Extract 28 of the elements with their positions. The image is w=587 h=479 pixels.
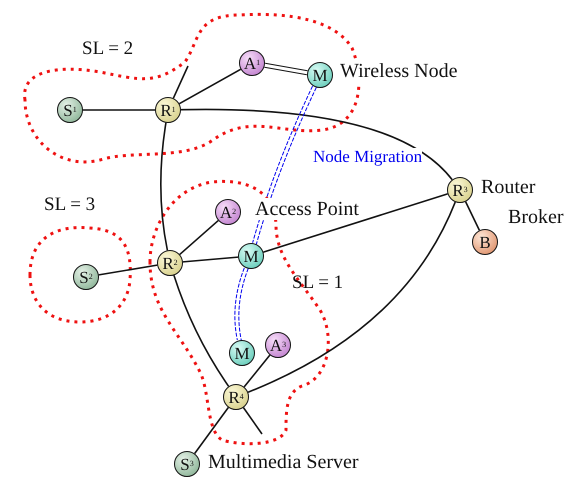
- link-line: [244, 354, 270, 388]
- node-caption: Access Point: [255, 198, 359, 220]
- link-line: [242, 407, 263, 434]
- security-level-label: SL = 3: [44, 194, 96, 216]
- security-level-label: SL = 1: [292, 272, 344, 294]
- link-line: [172, 66, 189, 98]
- link-line: [179, 220, 219, 256]
- edge-label: Node Migration: [313, 148, 422, 167]
- security-level-label: SL = 2: [82, 38, 134, 60]
- double-link-line: [264, 62, 308, 76]
- link-line: [98, 264, 158, 276]
- link-line: [83, 109, 155, 111]
- network-node-circle: M: [229, 340, 255, 366]
- network-node-circle: M: [238, 243, 264, 269]
- link-line: [194, 407, 229, 454]
- link-line: [160, 122, 168, 250]
- link-line: [178, 68, 242, 104]
- link-line: [182, 256, 238, 263]
- double-link-line: [252, 86, 317, 245]
- network-node-circle: M: [307, 62, 333, 88]
- link-line: [248, 202, 456, 393]
- network-node-circle: B: [472, 229, 498, 255]
- double-link-line: [234, 267, 249, 341]
- link-line: [464, 201, 480, 231]
- link-line: [180, 108, 453, 180]
- link-line: [263, 193, 448, 253]
- link-line: [173, 275, 230, 387]
- node-caption: Wireless Node: [340, 60, 458, 82]
